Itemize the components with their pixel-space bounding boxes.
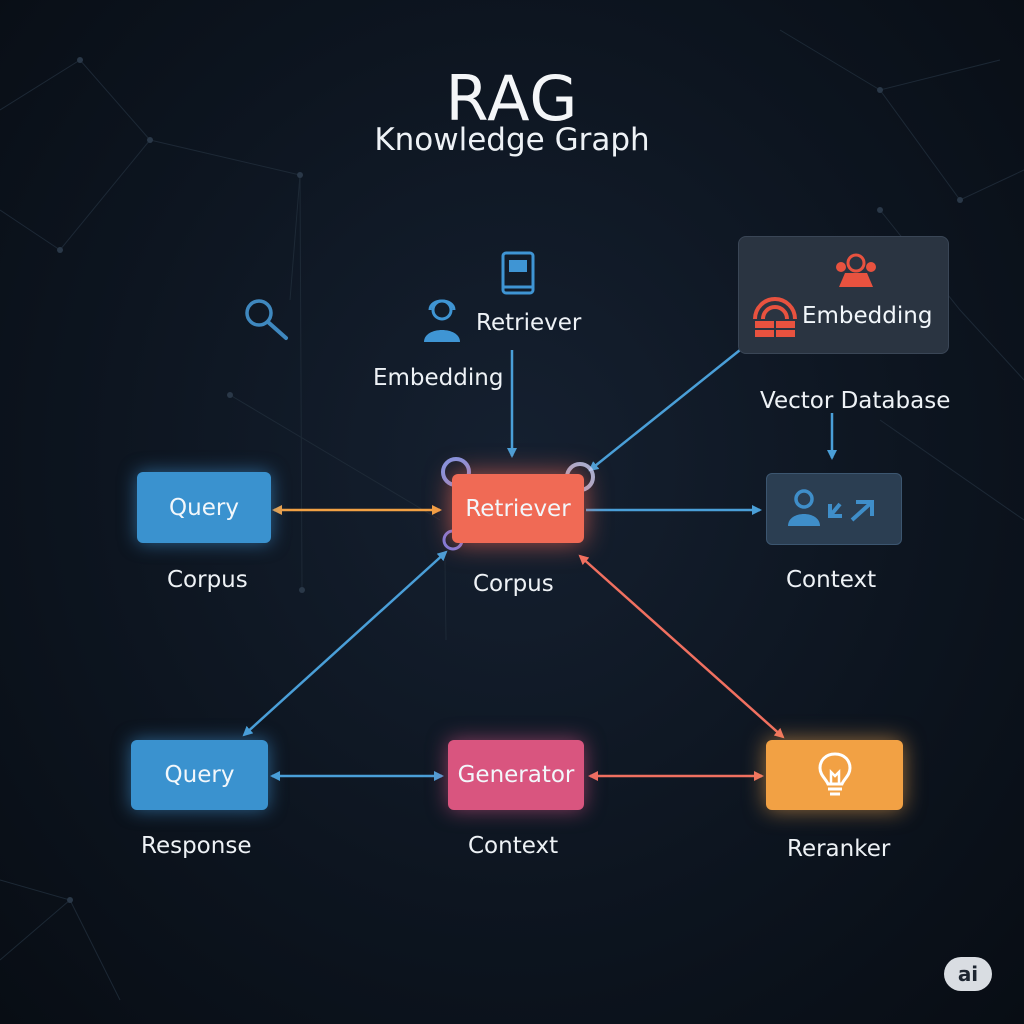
query-top-caption: Corpus: [167, 567, 248, 593]
query-node-top: Query: [137, 472, 271, 543]
people-group-icon: [836, 253, 876, 287]
vector-db-node: Embedding: [738, 236, 949, 354]
user-arrows-icon: [788, 489, 874, 526]
reranker-caption: Reranker: [787, 836, 891, 862]
vector-db-label: Embedding: [802, 303, 933, 329]
context-node: [766, 473, 902, 545]
generator-node: Generator: [448, 740, 584, 810]
lightbulb-icon: [817, 752, 852, 796]
diagram-title: RAG: [445, 62, 579, 135]
edge-retriever-query-bottom: [242, 550, 448, 737]
context-caption: Context: [786, 567, 877, 593]
floating-label-retriever: Retriever: [476, 310, 582, 336]
vector-db-caption: Vector Database: [760, 388, 951, 414]
diagram-subtitle: Knowledge Graph: [374, 122, 650, 158]
retriever-caption: Corpus: [473, 571, 554, 597]
edge-vectordb-retriever: [588, 349, 741, 472]
search-icon: [245, 299, 288, 340]
edge-retriever-reranker: [578, 554, 785, 739]
reranker-node: [766, 740, 903, 810]
person-icon: [424, 299, 460, 342]
query-node-bottom: Query: [131, 740, 268, 810]
book-icon: [501, 251, 535, 295]
query-bottom-caption: Response: [141, 833, 252, 859]
ai-badge: ai: [944, 957, 992, 991]
database-icon: [753, 297, 797, 337]
retriever-node: Retriever: [452, 474, 584, 543]
floating-label-embedding: Embedding: [373, 365, 504, 391]
generator-caption: Context: [468, 833, 559, 859]
